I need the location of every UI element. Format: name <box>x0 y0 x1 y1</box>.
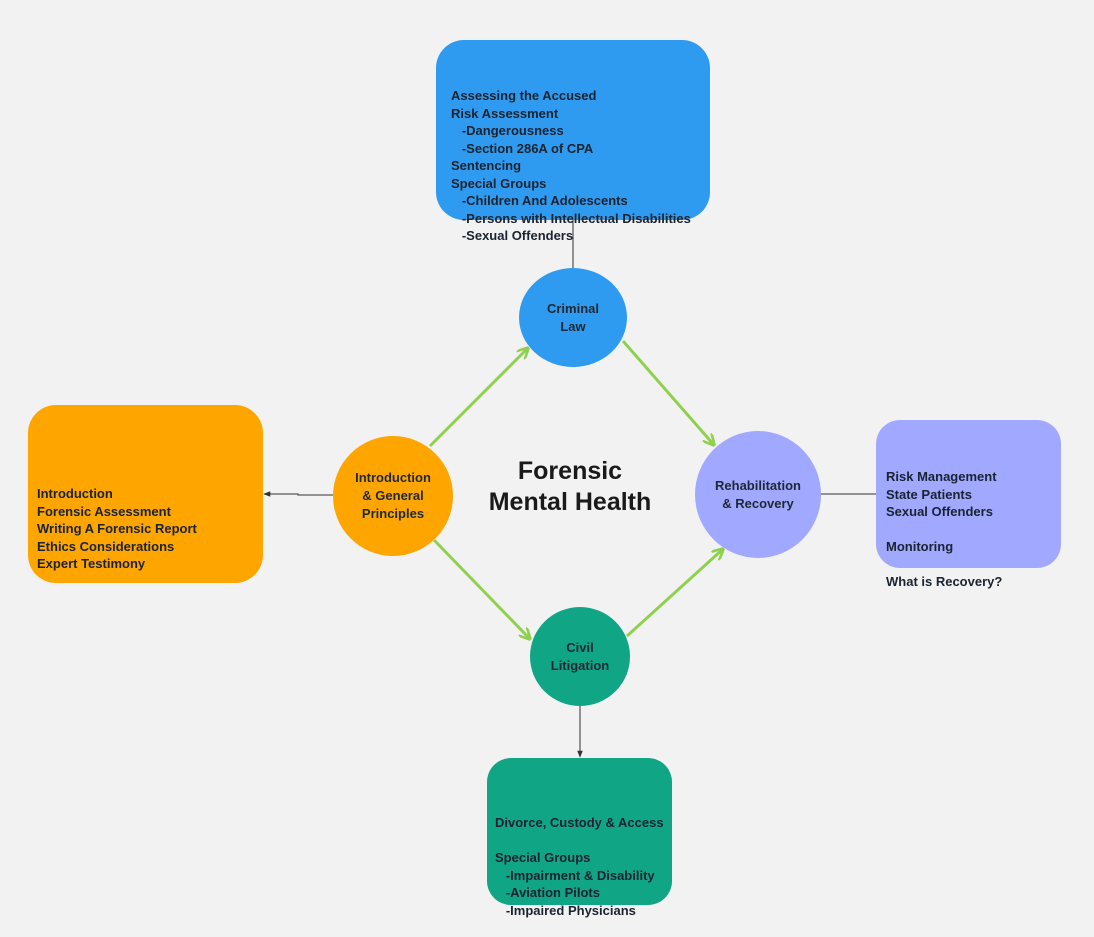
topic-line: Special Groups <box>451 175 547 191</box>
topic-line: -Impairment & Disability <box>495 867 655 883</box>
topic-line: -Section 286A of CPA <box>451 140 594 156</box>
topic-line: State Patients <box>886 486 972 502</box>
arrow-criminal-to-rehab <box>621 340 714 445</box>
topic-line: -Sexual Offenders <box>451 228 574 243</box>
topic-line: What is Recovery? <box>886 574 1003 589</box>
topic-line: Assessing the Accused <box>451 88 597 103</box>
node-criminal-law: Criminal Law <box>519 268 627 367</box>
topic-line: -Dangerousness <box>451 123 564 138</box>
topic-line: Monitoring <box>886 539 954 554</box>
topic-line: -Impaired Physicians <box>495 902 636 918</box>
topic-line: Ethics Considerations <box>37 538 175 554</box>
topic-line: Introduction <box>37 486 113 501</box>
topic-line: Writing A Forensic Report <box>37 521 197 536</box>
arrow-intro-to-criminal <box>428 348 528 448</box>
topic-line <box>495 832 672 850</box>
topic-line: Sentencing <box>451 158 522 173</box>
connectors-layer <box>263 219 876 758</box>
node-civil-litigation: Civil Litigation <box>530 607 630 706</box>
topic-line: -Aviation Pilots <box>495 885 600 900</box>
connector-intro-to-box <box>263 491 333 497</box>
node-intro-principles: Introduction & General Principles <box>333 436 453 556</box>
topic-line: Risk Management <box>886 469 997 484</box>
topic-line: Risk Assessment <box>451 105 559 121</box>
topic-line: Forensic Assessment <box>37 503 171 519</box>
topic-line <box>886 556 1061 574</box>
topic-line: Sexual Offenders <box>886 504 993 519</box>
node-rehab-recovery: Rehabilitation & Recovery <box>695 431 821 558</box>
arrow-intro-to-civil <box>432 538 530 639</box>
topic-line: Divorce, Custody & Access <box>495 815 664 830</box>
topic-line: Special Groups <box>495 850 591 865</box>
diagram-title: Forensic Mental Health <box>488 457 652 516</box>
topic-line: -Persons with Intellectual Disabilities <box>451 210 691 226</box>
topic-line: -Children And Adolescents <box>451 193 628 208</box>
topic-line <box>886 521 1061 539</box>
topic-line: Expert Testimony <box>37 556 146 571</box>
arrow-civil-to-rehab <box>625 549 723 638</box>
